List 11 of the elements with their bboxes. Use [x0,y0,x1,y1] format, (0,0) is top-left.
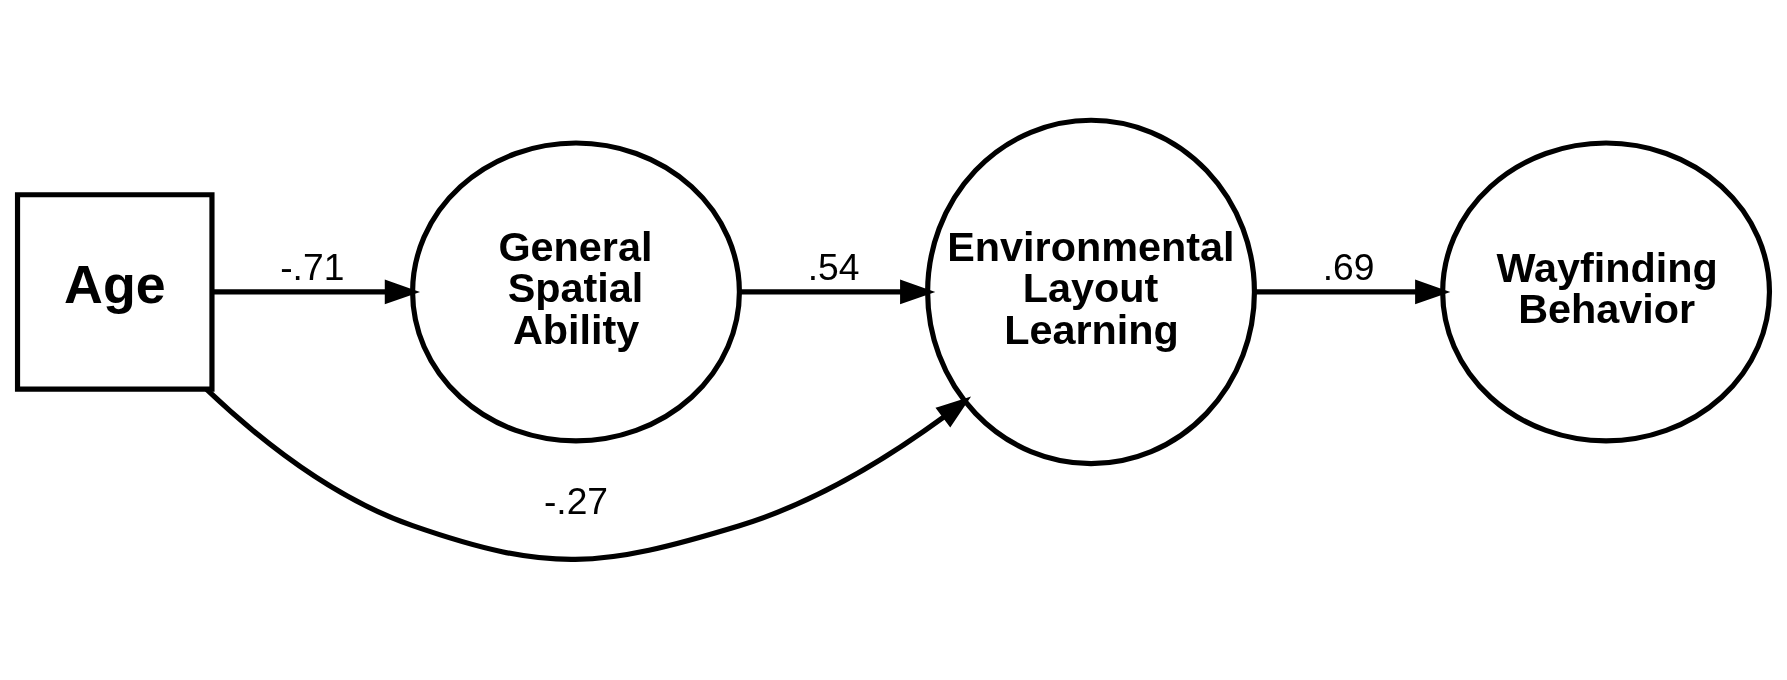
edge-label: .69 [1322,246,1375,289]
arrow [212,279,420,305]
node-circle: General Spatial Ability [410,140,742,444]
edge-label: -.27 [543,480,609,523]
edge-label: -.71 [280,246,345,289]
arrow [1254,279,1451,305]
node-circle: Wayfinding Behavior [1440,140,1773,444]
arrow [739,279,936,305]
edge-label: .54 [807,246,860,289]
node-circle: Environmental Layout Learning [925,117,1258,467]
node-box: Age [14,192,215,392]
